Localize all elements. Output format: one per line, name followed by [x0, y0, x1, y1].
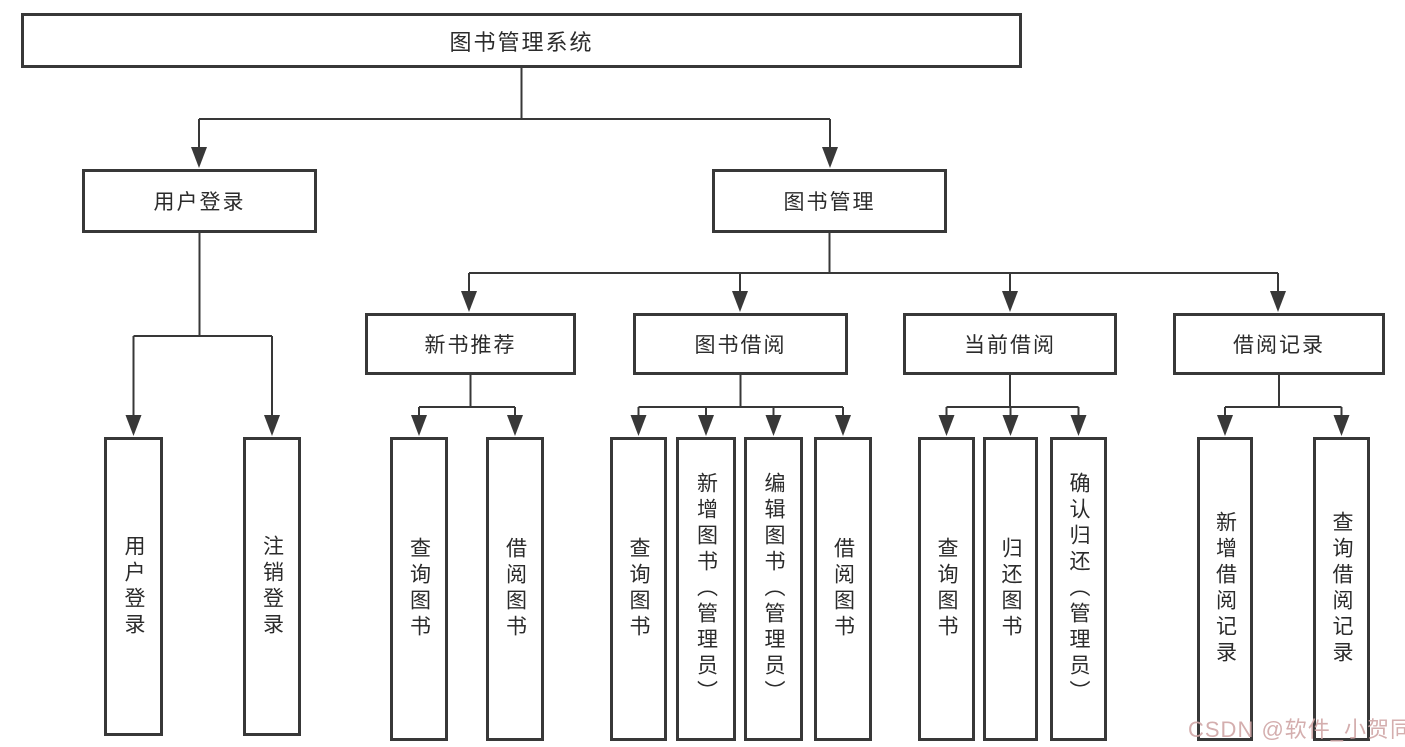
leaf-add-borrow-record: 新增借阅记录 [1197, 437, 1253, 741]
leaf-logout: 注销登录 [243, 437, 301, 736]
leaf-query-books-borrow: 查询图书 [610, 437, 667, 741]
leaf-add-books-admin: 新增图书（管理员） [676, 437, 736, 741]
csdn-watermark: CSDN @软件_小贺同学 [1188, 717, 1405, 742]
node-book-borrow: 图书借阅 [633, 313, 848, 375]
leaf-user-login: 用户登录 [104, 437, 163, 736]
leaf-query-books-current: 查询图书 [918, 437, 975, 741]
leaf-query-borrow-record: 查询借阅记录 [1313, 437, 1370, 741]
leaf-confirm-return-admin: 确认归还（管理员） [1050, 437, 1107, 741]
node-new-book-recommend: 新书推荐 [365, 313, 576, 375]
leaf-borrow-books-recommend: 借阅图书 [486, 437, 544, 741]
node-library-management-system: 图书管理系统 [21, 13, 1022, 68]
leaf-borrow-books: 借阅图书 [814, 437, 872, 741]
node-current-borrow: 当前借阅 [903, 313, 1117, 375]
node-user-login: 用户登录 [82, 169, 317, 233]
leaf-edit-books-admin: 编辑图书（管理员） [744, 437, 803, 741]
arrowhead-icons [125, 147, 1350, 436]
leaf-query-books-recommend: 查询图书 [390, 437, 448, 741]
node-borrow-records: 借阅记录 [1173, 313, 1385, 375]
node-book-management: 图书管理 [712, 169, 947, 233]
leaf-return-books: 归还图书 [983, 437, 1038, 741]
